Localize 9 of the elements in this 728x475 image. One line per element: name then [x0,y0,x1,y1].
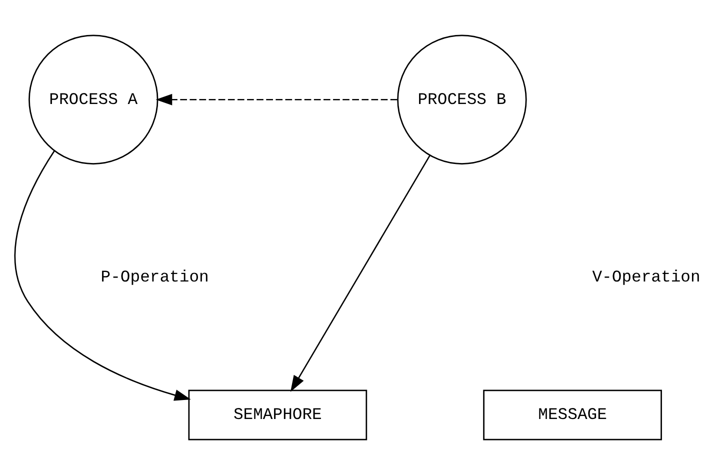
label: P-Operation [100,267,209,286]
node-circle: PROCESS A [28,34,158,164]
node-box: SEMAPHORE [188,390,368,440]
arrow [156,94,398,106]
arrow [14,150,191,401]
node-box: MESSAGE [483,390,662,440]
label: V-Operation [592,267,700,286]
node-circle: PROCESS B [397,34,527,164]
arrow [290,155,430,392]
